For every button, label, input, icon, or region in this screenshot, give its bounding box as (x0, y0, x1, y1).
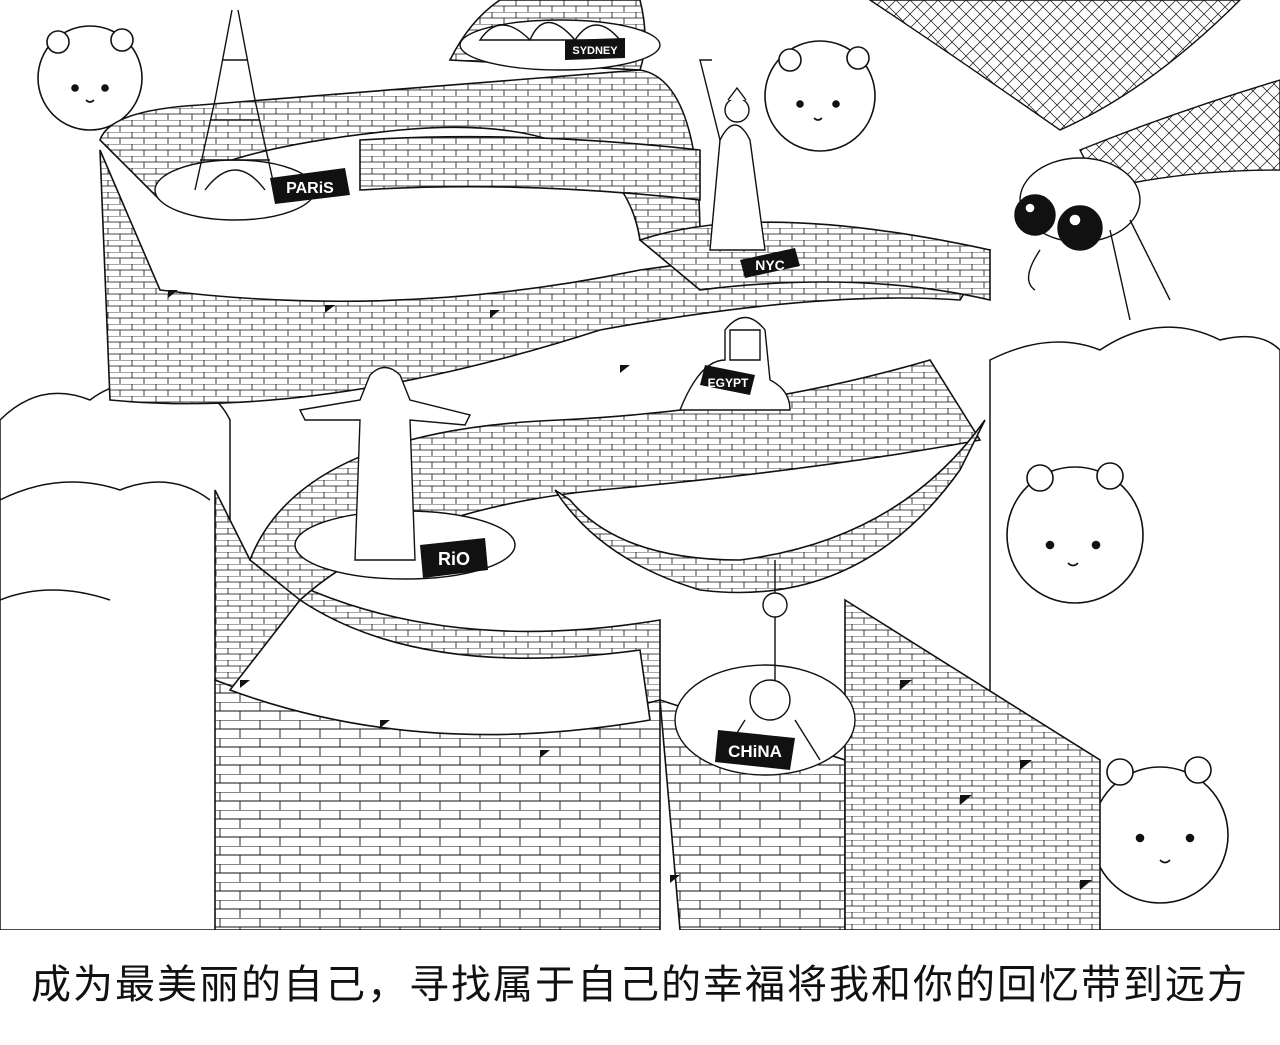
nyc-sign-label: NYC (755, 257, 785, 273)
wall-middle-ring (228, 359, 986, 736)
sheep-cloud-top-mid (764, 40, 876, 152)
egypt-sign: EGYPT (700, 365, 755, 395)
sphinx-landmark (678, 316, 791, 411)
sydney-opera-house-landmark (459, 19, 661, 71)
china-sign-label: CHiNA (728, 742, 782, 761)
sheep-cloud-right-mid (1006, 462, 1144, 604)
cloud-bank-left (0, 383, 231, 930)
paris-sign-label: PARiS (286, 180, 334, 197)
sheep-cloud-top-left (37, 25, 143, 131)
sydney-sign: SYDNEY (565, 38, 625, 60)
paris-sign: PARiS (270, 168, 350, 204)
moth-creature (868, 0, 1280, 321)
caption-text: 成为最美丽的自己，寻找属于自己的幸福将我和你的回忆带到远方 (31, 962, 1249, 1008)
nyc-sign: NYC (740, 248, 800, 278)
rio-sign: RiO (420, 538, 488, 578)
egypt-sign-label: EGYPT (708, 376, 749, 390)
statue-of-liberty-landmark (699, 59, 766, 251)
sheep-cloud-bottom-right (1091, 756, 1229, 904)
wall-loophole-marks (168, 290, 1092, 890)
sydney-sign-label: SYDNEY (572, 45, 618, 57)
rio-sign-label: RiO (438, 549, 470, 569)
great-wall-illustration: PARiS SYDNEY NYC EGYPT RiO CHiNA (0, 0, 1280, 930)
china-sign: CHiNA (715, 730, 795, 770)
